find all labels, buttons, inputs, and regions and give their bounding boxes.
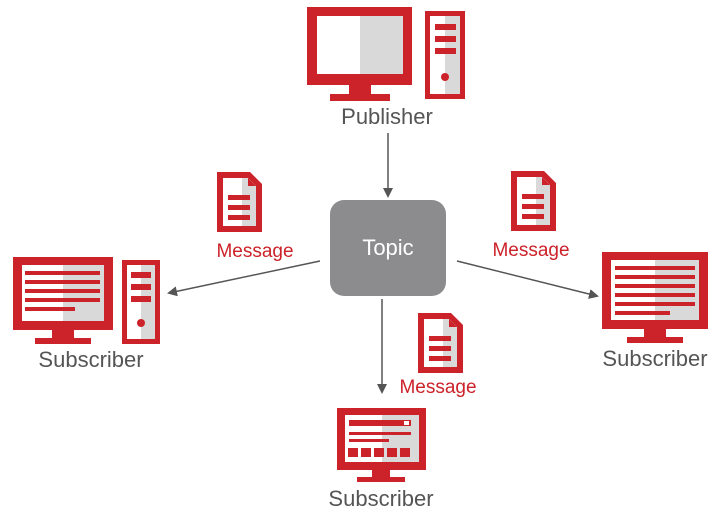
topic-node: Topic [330, 200, 446, 296]
arrow-topic-to-subscriber-left [167, 260, 321, 297]
server-tower-icon [425, 11, 465, 99]
publisher-label: Publisher [341, 104, 433, 129]
document-icon [511, 171, 556, 231]
document-icon [418, 313, 463, 373]
message-label-left: Message [216, 241, 293, 262]
monitor-dashboard-icon [337, 408, 426, 482]
publisher-node: Publisher [307, 7, 465, 129]
document-icon [217, 172, 262, 232]
message-bottom: Message [399, 313, 477, 398]
subscriber-label-left: Subscriber [38, 347, 143, 372]
message-label-right: Message [492, 240, 569, 261]
message-right: Message [492, 171, 570, 261]
message-label-bottom: Message [399, 377, 476, 398]
server-tower-icon [122, 260, 160, 344]
subscriber-bottom-node: Subscriber [328, 408, 434, 511]
subscriber-right-node: Subscriber [602, 252, 708, 371]
topic-box [330, 200, 446, 296]
monitor-list-icon [13, 257, 113, 344]
subscriber-left-node: Subscriber [13, 257, 160, 372]
subscriber-label-right: Subscriber [602, 346, 707, 371]
arrow-topic-to-subscriber-right [456, 260, 599, 299]
message-left: Message [216, 172, 294, 262]
monitor-icon [307, 7, 412, 101]
monitor-list-icon [602, 252, 708, 343]
subscriber-label-bottom: Subscriber [328, 486, 433, 511]
topic-label: Topic [362, 235, 413, 260]
